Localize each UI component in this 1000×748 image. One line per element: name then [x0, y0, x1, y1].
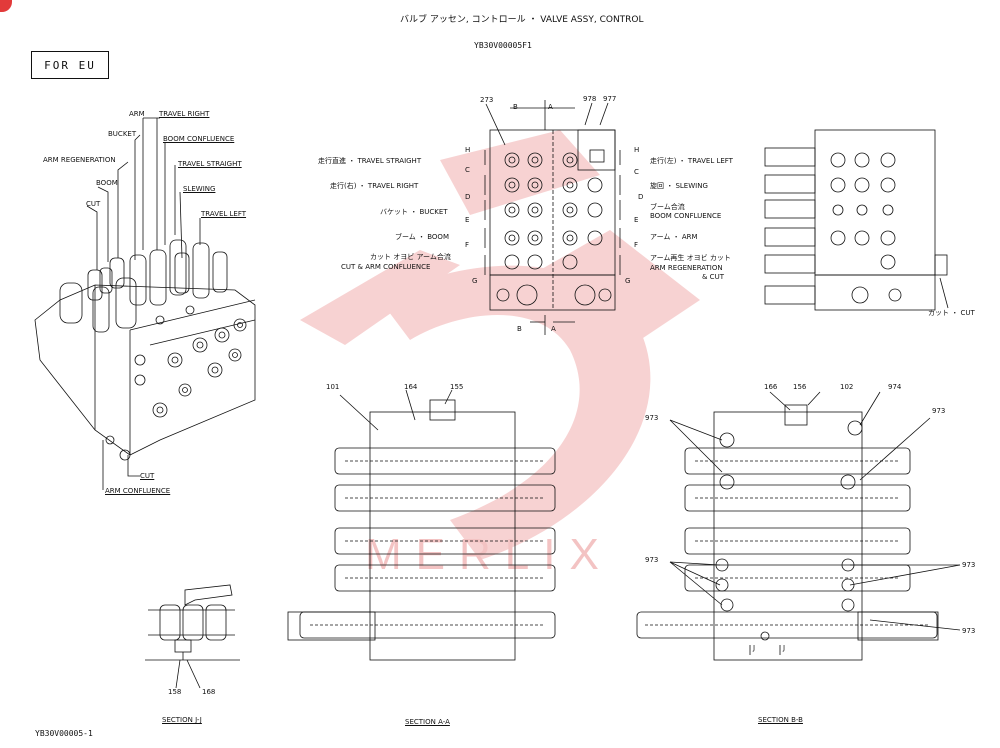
label-arm-regen-jp: アーム再生 オヨビ カット: [650, 254, 731, 262]
label-arm-regeneration: ARM REGENERATION: [43, 156, 116, 164]
label-boom-jp: ブーム ・ BOOM: [395, 233, 449, 241]
part-code: YB30V00005F1: [474, 41, 532, 50]
label-slewing: SLEWING: [183, 185, 216, 193]
label-cut-bottom: CUT: [140, 472, 155, 480]
part-973-b: 973: [932, 407, 946, 415]
label-travel-right-jp: 走行(右) ・ TRAVEL RIGHT: [330, 182, 419, 190]
label-arm-confluence: ARM CONFLUENCE: [105, 487, 171, 495]
label-travel-left-jp: 走行(左) ・ TRAVEL LEFT: [650, 157, 733, 165]
part-973-a: 973: [645, 414, 659, 422]
label-arm-jp: アーム ・ ARM: [650, 233, 698, 241]
part-974: 974: [888, 383, 902, 391]
label-bucket-jp: バケット ・ BUCKET: [380, 208, 448, 216]
drawing-title: バルブ アッセン, コントロール ・ VALVE ASSY, CONTROL: [400, 15, 644, 25]
section-letter-e-right: E: [634, 216, 639, 224]
part-166: 166: [764, 383, 778, 391]
label-travel-right: TRAVEL RIGHT: [159, 110, 210, 118]
section-letter-f-left: F: [465, 241, 470, 249]
label-cut-arm-jp: カット オヨビ アーム合流: [370, 253, 451, 261]
section-letter-d-right: D: [638, 193, 644, 201]
section-letter-h-right: H: [634, 146, 640, 154]
footer-code: YB30V00005-1: [35, 729, 93, 738]
part-156: 156: [793, 383, 807, 391]
part-101: 101: [326, 383, 340, 391]
label-rear-cut: カット ・ CUT: [928, 309, 975, 317]
part-158: 158: [168, 688, 182, 696]
part-155: 155: [450, 383, 464, 391]
section-letter-d-left: D: [465, 193, 471, 201]
part-273: 273: [480, 96, 494, 104]
label-boom-confluence: BOOM CONFLUENCE: [163, 135, 235, 143]
label-bucket: BUCKET: [108, 130, 137, 138]
label-boom-conf-en: BOOM CONFLUENCE: [650, 212, 722, 220]
part-973-e: 973: [962, 627, 976, 635]
cut-letter-b-top: B: [513, 103, 518, 111]
cut-letter-a-bottom: A: [551, 325, 556, 333]
region-badge: FOR EU: [31, 51, 109, 79]
section-title-bb: SECTION B-B: [758, 716, 803, 724]
j-mark-left: J: [753, 644, 756, 652]
section-letter-g-right: G: [625, 277, 631, 285]
section-letter-c-right: C: [634, 168, 639, 176]
label-travel-straight: TRAVEL STRAIGHT: [178, 160, 242, 168]
part-168: 168: [202, 688, 216, 696]
j-mark-right: J: [783, 644, 786, 652]
cut-letter-b-bottom: B: [517, 325, 522, 333]
label-arm-regen-cut: & CUT: [702, 273, 724, 281]
section-letter-g-left: G: [472, 277, 478, 285]
label-cut-arm-en: CUT & ARM CONFLUENCE: [341, 263, 431, 271]
section-letter-e-left: E: [465, 216, 470, 224]
label-arm: ARM: [129, 110, 145, 118]
section-letter-c-left: C: [465, 166, 470, 174]
cut-letter-a-top: A: [548, 103, 553, 111]
label-travel-left: TRAVEL LEFT: [201, 210, 247, 218]
part-973-c: 973: [645, 556, 659, 564]
part-977: 977: [603, 95, 617, 103]
label-arm-regen-en: ARM REGENERATION: [650, 264, 723, 272]
part-973-d: 973: [962, 561, 976, 569]
watermark-text: MERLIX: [365, 530, 613, 579]
part-978: 978: [583, 95, 597, 103]
label-boom-conf-jp: ブーム合流: [650, 203, 685, 211]
section-title-aa: SECTION A-A: [405, 718, 450, 726]
label-cut-top: CUT: [86, 200, 101, 208]
section-letter-f-right: F: [634, 241, 639, 249]
label-slewing-jp: 旋回 ・ SLEWING: [650, 182, 708, 190]
label-boom: BOOM: [96, 179, 118, 187]
label-travel-straight-jp: 走行直進 ・ TRAVEL STRAIGHT: [318, 157, 422, 165]
section-letter-h-left: H: [465, 146, 471, 154]
part-102: 102: [840, 383, 854, 391]
part-164: 164: [404, 383, 418, 391]
section-title-jj: SECTION J-J: [162, 716, 202, 724]
corner-mark: [0, 0, 12, 12]
